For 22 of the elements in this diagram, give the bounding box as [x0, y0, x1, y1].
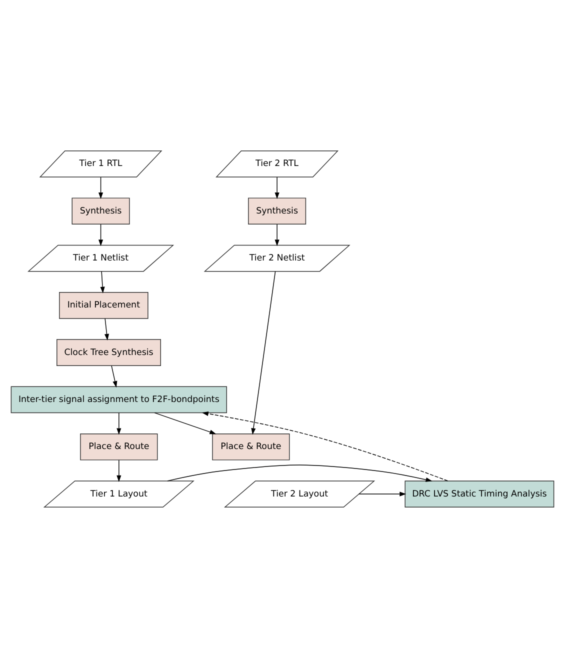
node-box: Inter-tier signal assignment to F2F-bondpoints: [10, 386, 227, 414]
arrow: [104, 318, 110, 340]
node-box: Synthesis: [248, 198, 306, 225]
arrow: [98, 224, 104, 246]
arrow: [100, 271, 105, 294]
arrow: [167, 464, 432, 482]
arrow: [116, 460, 122, 482]
arrow: [251, 271, 276, 435]
node-box: Clock Tree Synthesis: [56, 339, 161, 366]
arrow: [274, 176, 280, 200]
node-box: DRC LVS Static Timing Analysis: [404, 480, 554, 508]
arrow: [274, 224, 280, 246]
node-box: Place & Route: [80, 433, 158, 460]
arrow: [111, 365, 118, 388]
arrow: [154, 412, 216, 434]
arrow: [98, 176, 104, 200]
arrow: [202, 411, 448, 482]
node-box: Initial Placement: [59, 292, 148, 319]
arrow: [116, 412, 122, 435]
node-box: Place & Route: [212, 433, 290, 460]
node-box: Synthesis: [72, 198, 130, 225]
arrow: [358, 492, 406, 496]
